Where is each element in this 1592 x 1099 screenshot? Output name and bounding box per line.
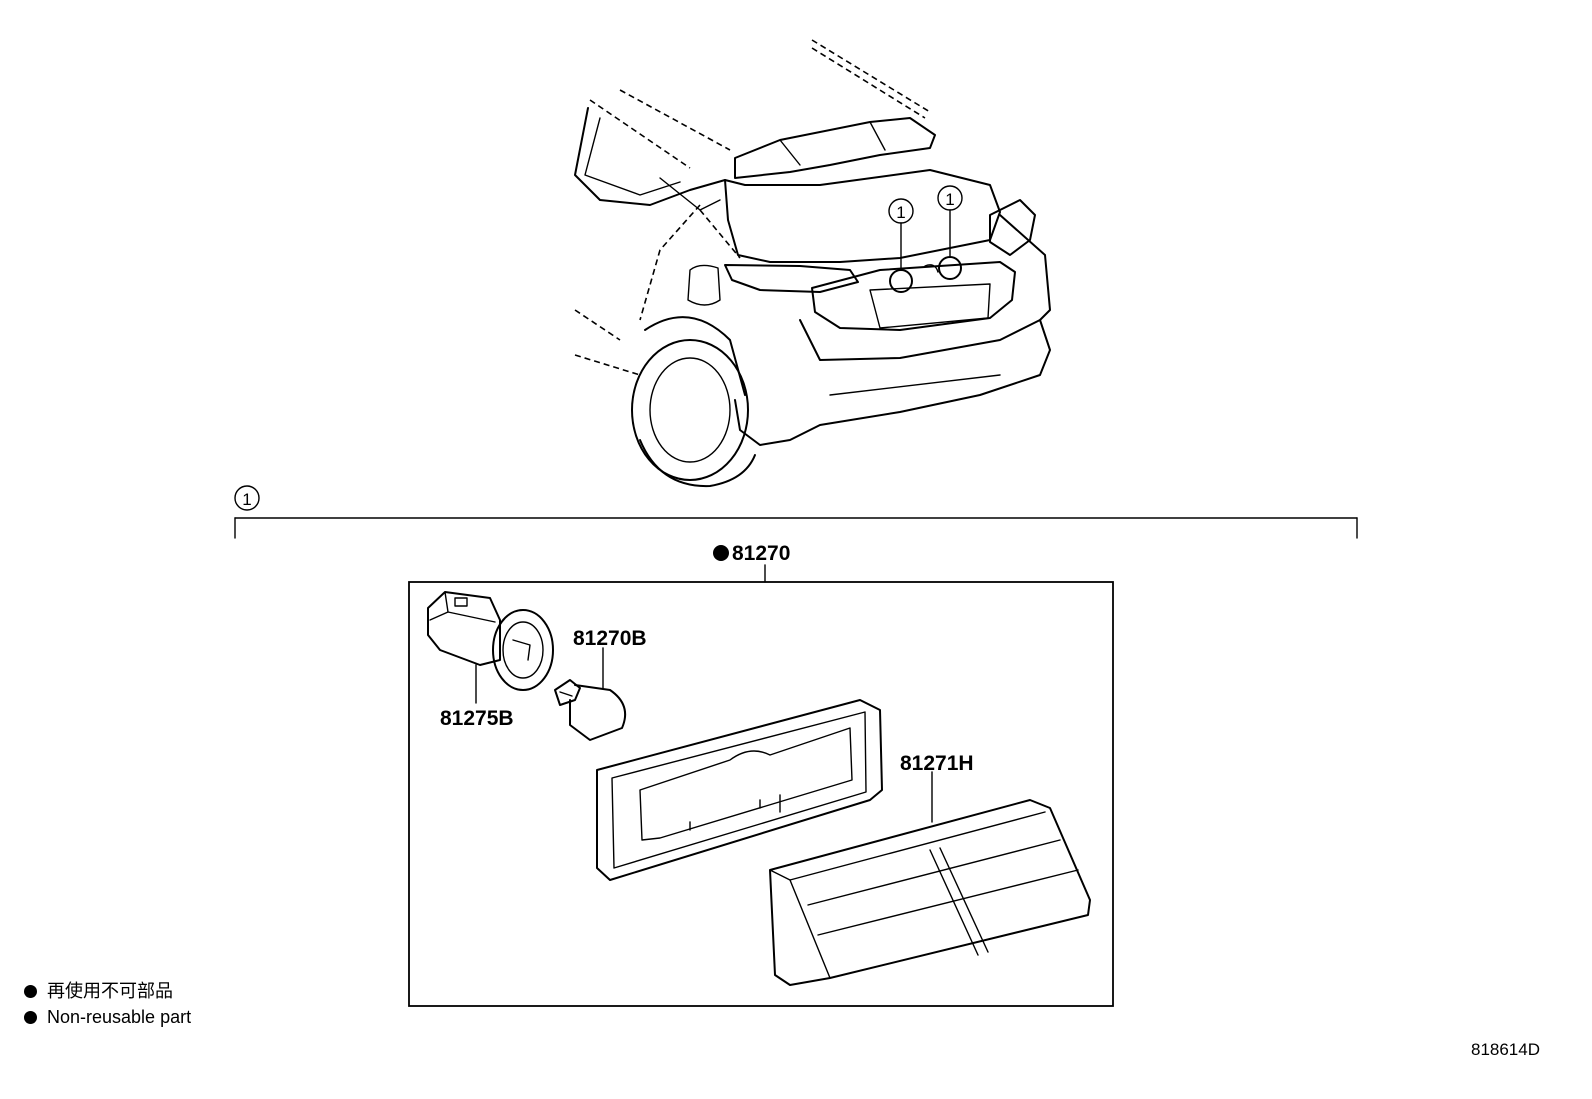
bullet-icon [24,984,37,998]
assembly-box [408,581,1114,1007]
part-number-81275B: 81275B [440,707,514,730]
legend-text-en: Non-reusable part [47,1007,192,1027]
legend-row-jp: 再使用不可部品 [24,978,191,1004]
non-reusable-mark [713,545,729,561]
legend-text-jp: 再使用不可部品 [47,981,173,1001]
housing-illustration [596,699,883,881]
callout-1-group: 1 [242,490,251,509]
legend-row-en: Non-reusable part [24,1004,191,1030]
socket-illustration [427,591,554,691]
lens-illustration [769,799,1091,986]
part-number-81271H: 81271H [900,752,974,775]
callout-1-left: 1 [896,203,905,222]
bulb-illustration [554,679,626,741]
part-number-81270B: 81270B [573,627,647,650]
legend: 再使用不可部品 Non-reusable part [24,978,191,1030]
group-bracket: 1 [234,485,1358,539]
diagram-code: 818614D [1470,1040,1540,1059]
vehicle-rear-illustration: 1 1 [574,39,1051,488]
bullet-icon [24,1010,37,1024]
part-number-81270: 81270 [732,542,790,565]
callout-1-right: 1 [945,190,954,209]
lamp-marker-right [938,256,962,280]
